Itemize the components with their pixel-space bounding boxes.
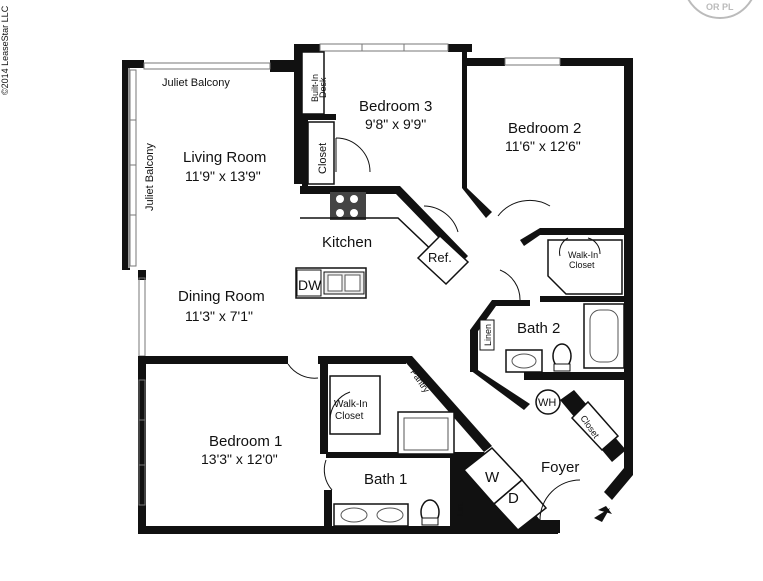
living-room-name: Living Room (183, 149, 266, 166)
walkin-bedroom1-label-1: Walk-In (334, 399, 368, 410)
fixtures (295, 192, 625, 532)
foyer-name: Foyer (541, 459, 579, 476)
kitchen-name: Kitchen (322, 234, 372, 251)
water-heater-label: WH (538, 397, 556, 409)
door-swings (287, 137, 601, 521)
bedroom1-name: Bedroom 1 (209, 433, 282, 450)
dw-label: DW (298, 277, 322, 293)
walkin-bedroom2-label-2: Closet (569, 260, 595, 270)
built-in-desk-label-1: Built-In (310, 74, 320, 102)
bedroom3-dims: 9'8" x 9'9" (365, 116, 426, 132)
juliet-balcony-side-label: Juliet Balcony (144, 143, 156, 211)
bedroom2-dims: 11'6" x 12'6" (505, 138, 581, 154)
living-room-dims: 11'9" x 13'9" (185, 168, 261, 184)
copyright-text: ©2014 LeaseStar LLC (0, 5, 10, 95)
bedroom1-dims: 13'3" x 12'0" (201, 451, 278, 467)
bath2-name: Bath 2 (517, 320, 560, 337)
bath1-name: Bath 1 (364, 471, 407, 488)
ref-label: Ref. (428, 250, 452, 265)
juliet-balcony-top-label: Juliet Balcony (162, 77, 230, 89)
stamp-text: OR PL (706, 2, 734, 12)
walkin-bedroom1-label-2: Closet (335, 411, 364, 422)
exterior-walls (122, 44, 633, 534)
washer-label: W (485, 469, 500, 486)
corner-stamp: OR PL (687, 0, 753, 19)
windows (129, 43, 561, 506)
dining-room-dims: 11'3" x 7'1" (185, 308, 253, 324)
bedroom3-name: Bedroom 3 (359, 98, 432, 115)
dining-room-name: Dining Room (178, 288, 265, 305)
dryer-label: D (508, 490, 519, 507)
bedroom2-name: Bedroom 2 (508, 120, 581, 137)
room-labels: Juliet Balcony Juliet Balcony Built-In D… (144, 74, 601, 516)
closet-bedroom3-label: Closet (317, 143, 329, 174)
walkin-bedroom2-label-1: Walk-In (568, 250, 598, 260)
linen-bath1-label: Lin. (455, 501, 465, 516)
linen-bath2-label: Linen (483, 324, 493, 346)
built-in-desk-label-2: Desk (318, 77, 328, 98)
